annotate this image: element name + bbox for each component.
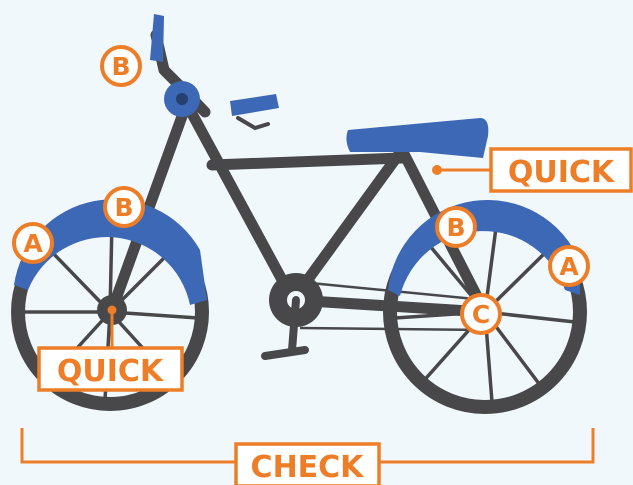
quick-front-hub-box: QUICK (37, 346, 184, 392)
svg-text:A: A (23, 229, 43, 258)
svg-text:C: C (472, 300, 490, 329)
brake-grip (230, 94, 279, 116)
svg-text:QUICK: QUICK (57, 354, 165, 389)
svg-text:CHECK: CHECK (251, 450, 366, 485)
rear-fender (388, 199, 580, 296)
svg-text:B: B (111, 52, 130, 81)
svg-text:A: A (559, 252, 579, 281)
callout-rear-fender-b: B (435, 206, 477, 248)
callout-rear-fender-a: A (548, 245, 590, 287)
callout-front-fender-a: A (12, 222, 54, 264)
seat (346, 118, 489, 158)
svg-text:QUICK: QUICK (508, 155, 616, 190)
svg-text:B: B (446, 213, 465, 242)
callout-chain-c: C (460, 293, 502, 335)
front-fender (14, 199, 207, 305)
svg-text:B: B (114, 193, 133, 222)
handlebar-grip (150, 14, 164, 62)
callout-front-fender-b: B (103, 186, 145, 228)
callout-handlebar-b: B (100, 45, 142, 87)
quick-seat-box: QUICK (489, 147, 633, 193)
bicycle-frame (106, 29, 491, 318)
check-box: CHECK (234, 442, 381, 485)
